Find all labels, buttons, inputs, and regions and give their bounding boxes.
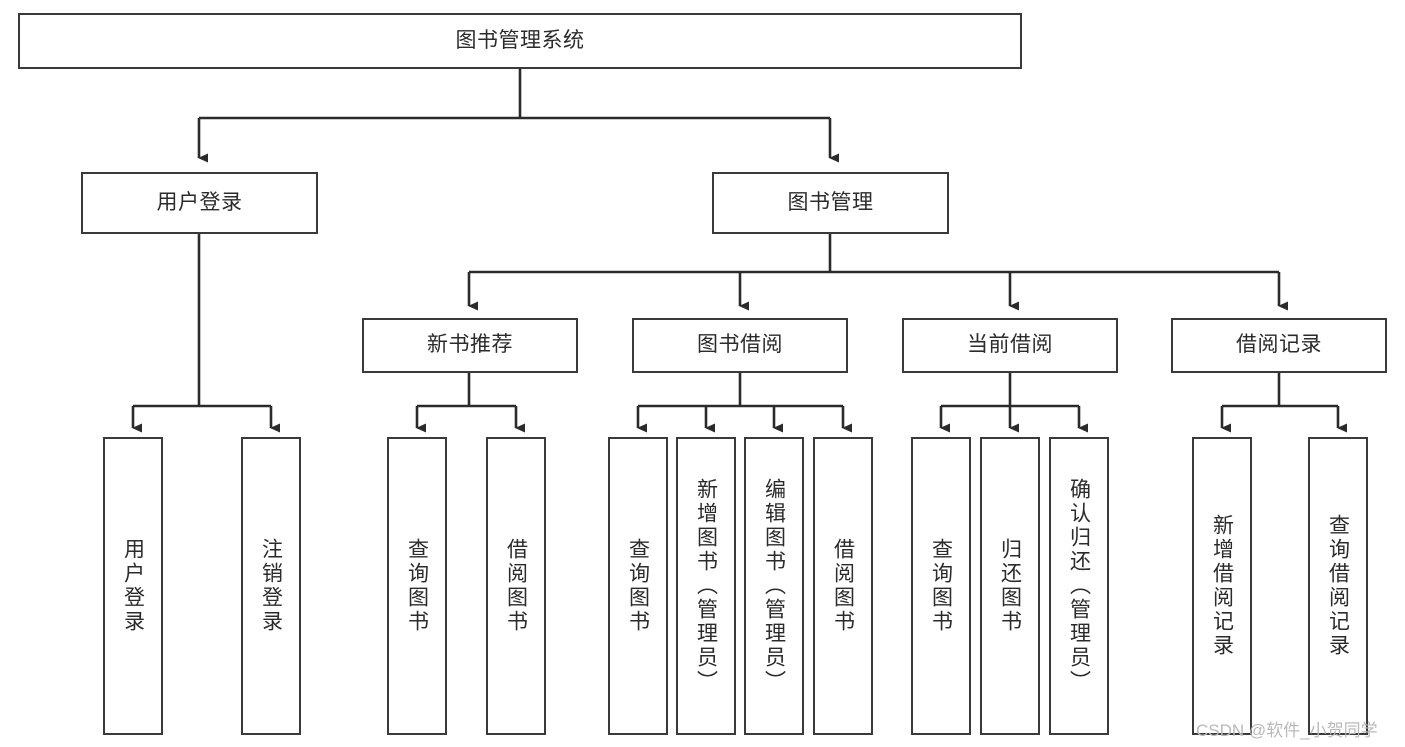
node-label: 当前借阅 xyxy=(967,333,1053,357)
node-label: 编辑图书（管理员） xyxy=(762,478,786,694)
node-leaf-logout[interactable]: 注销登录 xyxy=(241,437,301,735)
node-label: 新增借阅记录 xyxy=(1210,514,1234,658)
node-user-login[interactable]: 用户登录 xyxy=(81,172,318,234)
node-borrow-record[interactable]: 借阅记录 xyxy=(1171,318,1387,373)
node-label: 查询图书 xyxy=(405,538,429,634)
node-current-borrow[interactable]: 当前借阅 xyxy=(902,318,1118,373)
node-leaf-query-book-2[interactable]: 查询图书 xyxy=(608,437,668,735)
node-label: 新增图书（管理员） xyxy=(694,478,718,694)
node-leaf-edit-book[interactable]: 编辑图书（管理员） xyxy=(744,437,804,735)
node-leaf-user-login[interactable]: 用户登录 xyxy=(103,437,163,735)
node-label: 借阅图书 xyxy=(831,538,855,634)
node-label: 图书管理 xyxy=(787,190,874,214)
node-leaf-borrow-book-2[interactable]: 借阅图书 xyxy=(813,437,873,735)
node-label: 借阅图书 xyxy=(504,538,528,634)
node-label: 查询借阅记录 xyxy=(1326,514,1350,658)
node-book-management[interactable]: 图书管理 xyxy=(712,172,949,234)
node-leaf-add-record[interactable]: 新增借阅记录 xyxy=(1192,437,1252,735)
node-label: 用户登录 xyxy=(156,190,243,214)
node-leaf-borrow-book-1[interactable]: 借阅图书 xyxy=(486,437,546,735)
node-label: 图书管理系统 xyxy=(455,28,585,52)
node-leaf-return-book[interactable]: 归还图书 xyxy=(980,437,1040,735)
node-label: 归还图书 xyxy=(998,538,1022,634)
node-label: 注销登录 xyxy=(259,538,283,634)
node-label: 查询图书 xyxy=(626,538,650,634)
node-leaf-confirm-return[interactable]: 确认归还（管理员） xyxy=(1049,437,1109,735)
node-label: 用户登录 xyxy=(121,538,145,634)
node-leaf-query-book-3[interactable]: 查询图书 xyxy=(911,437,971,735)
node-leaf-query-record[interactable]: 查询借阅记录 xyxy=(1308,437,1368,735)
node-label: 确认归还（管理员） xyxy=(1067,478,1091,694)
node-root-system[interactable]: 图书管理系统 xyxy=(18,13,1022,69)
node-book-borrow[interactable]: 图书借阅 xyxy=(632,318,848,373)
node-new-book-recommend[interactable]: 新书推荐 xyxy=(362,318,578,373)
node-label: 新书推荐 xyxy=(427,333,513,357)
node-label: 查询图书 xyxy=(929,538,953,634)
node-leaf-add-book[interactable]: 新增图书（管理员） xyxy=(676,437,736,735)
node-leaf-query-book-1[interactable]: 查询图书 xyxy=(387,437,447,735)
node-label: 图书借阅 xyxy=(697,333,783,357)
node-label: 借阅记录 xyxy=(1236,333,1322,357)
